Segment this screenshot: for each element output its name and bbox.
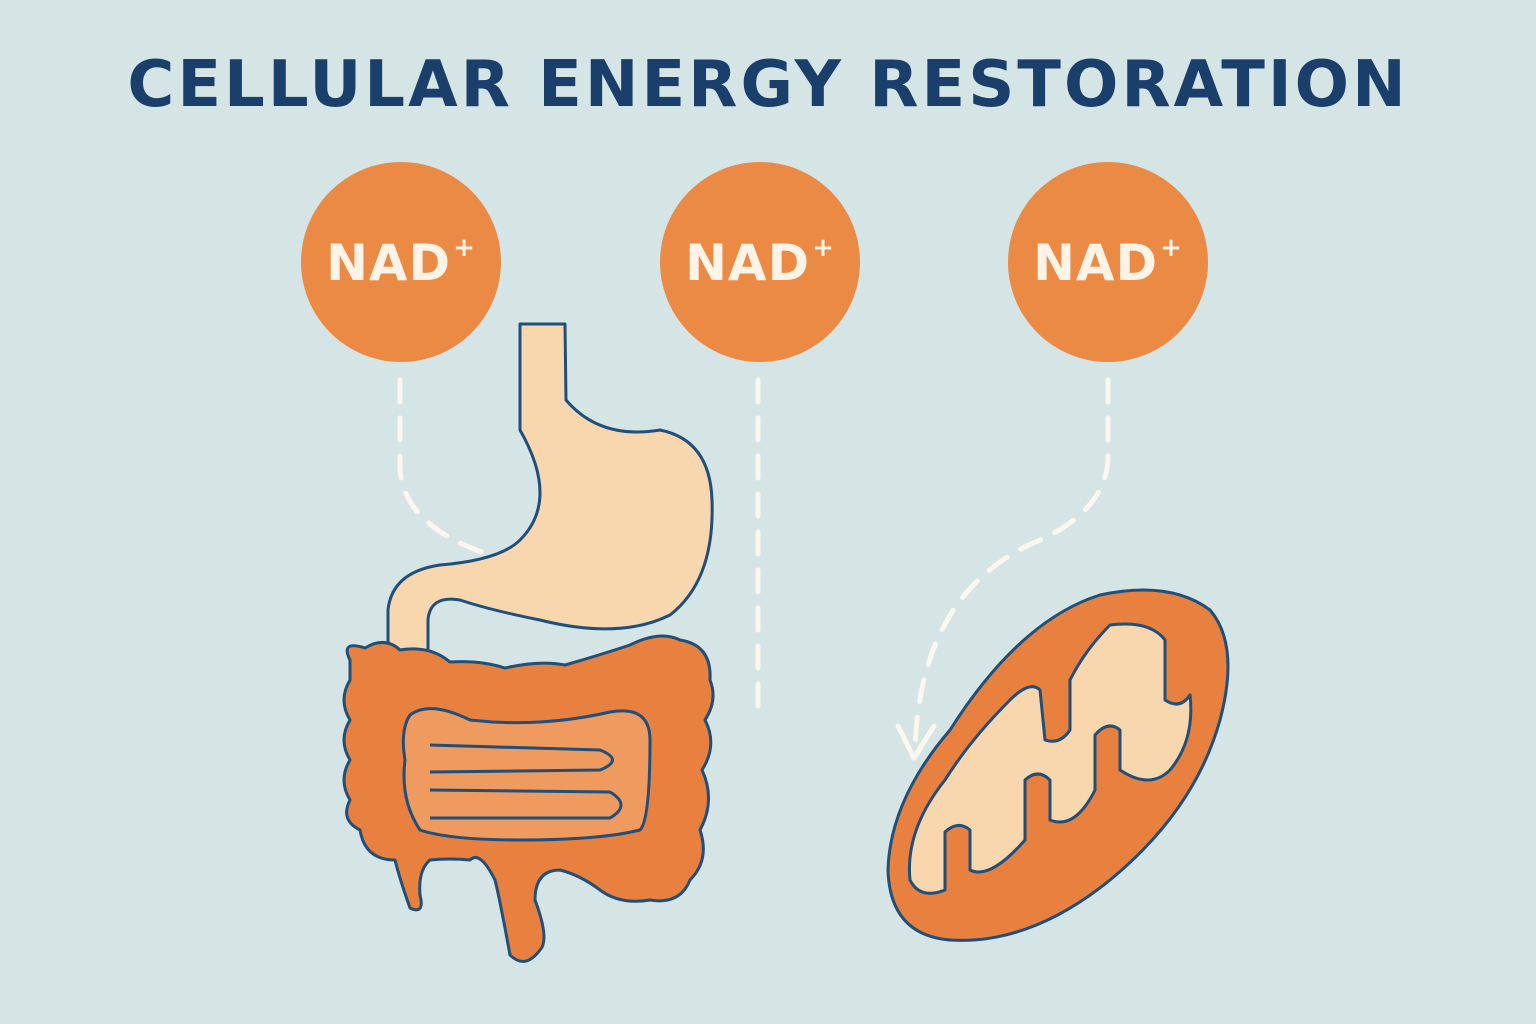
mitochondrion	[886, 588, 1230, 942]
nad-badge: NAD+	[660, 162, 860, 362]
nad-badge: NAD+	[301, 162, 501, 362]
digestive-system	[342, 322, 715, 963]
small-intestine-loop-1	[429, 743, 614, 774]
nad-label: NAD	[326, 233, 452, 292]
mitochondrion-cristae	[907, 622, 1193, 895]
nad-superscript: +	[1160, 232, 1183, 263]
connector-line-1	[397, 377, 503, 561]
nad-label: NAD	[1033, 233, 1159, 292]
diagram-title: CELLULAR ENERGY RESTORATION	[127, 48, 1409, 122]
nad-badge: NAD+	[1008, 162, 1208, 362]
nad-superscript: +	[812, 232, 835, 263]
connector-line-3	[912, 377, 1111, 753]
small-intestine-loop-2	[429, 788, 623, 820]
stomach	[386, 322, 714, 662]
nad-superscript: +	[453, 232, 476, 263]
arrow-head	[895, 723, 937, 761]
nad-label: NAD	[685, 233, 811, 292]
small-intestine	[401, 707, 652, 842]
